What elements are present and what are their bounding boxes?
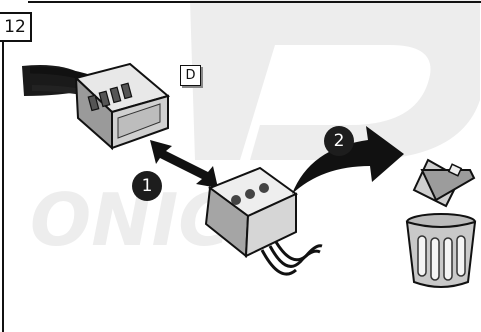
connector-label: D	[180, 65, 201, 86]
connector-housing-icon	[204, 166, 323, 276]
double-arrow-icon	[150, 140, 218, 188]
curved-arrow-icon	[292, 126, 404, 194]
callout-1: 1	[132, 171, 162, 201]
trash-can-icon	[405, 158, 477, 288]
step-number: 12	[0, 12, 32, 42]
wire-harness-plug-icon	[22, 62, 171, 151]
callout-2: 2	[324, 126, 354, 156]
